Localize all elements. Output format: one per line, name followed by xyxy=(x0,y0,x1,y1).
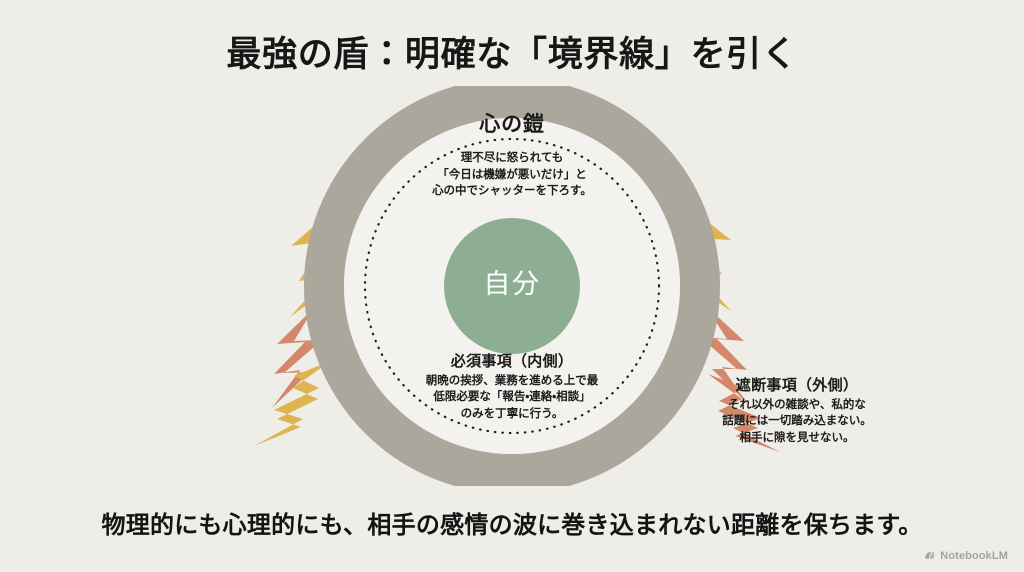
core-label: 自分 xyxy=(483,269,541,299)
blocked-body-line-2: 話題には一切踏み込まない。 xyxy=(722,415,872,428)
blocked-items-block: 遮断事項（外側） それ以外の雑談や、私的な 話題には一切踏み込まない。 相手に隙… xyxy=(672,374,922,446)
dotted-boundary-circle xyxy=(363,137,661,435)
outer-ring-label: 心の鎧 xyxy=(479,113,545,136)
notebooklm-icon xyxy=(923,549,936,562)
outer-ring xyxy=(304,86,720,486)
essential-items-title: 必須事項（内側） xyxy=(450,353,574,370)
essential-body-line-1: 朝晩の挨拶、業務を進める上で最 xyxy=(425,375,599,387)
inner-note-line-2: 「今日は機嫌が悪いだけ」と xyxy=(437,168,587,181)
bottom-caption: 物理的にも心理的にも、相手の感情の波に巻き込まれない距離を保ちます。 xyxy=(101,512,923,539)
core-circle xyxy=(444,218,580,354)
blocked-items-body: それ以外の雑談や、私的な 話題には一切踏み込まない。 相手に隙を見せない。 xyxy=(672,397,922,446)
lightning-bolt-icon-lower-left xyxy=(254,360,332,446)
essential-body-line-2: 低限必要な「報告・連絡・相談」 xyxy=(433,391,591,404)
blocked-items-title: 遮断事項（外側） xyxy=(735,377,859,394)
blocked-body-line-1: それ以外の雑談や、私的な xyxy=(728,399,866,411)
essential-body-line-3: のみを丁寧に行う。 xyxy=(460,407,564,420)
inner-note-line-3: 心の中でシャッターを下ろす。 xyxy=(432,185,592,198)
watermark-label: NotebookLM xyxy=(940,549,1008,562)
lightning-bolt-icon-left xyxy=(272,308,322,408)
essential-items-body: 朝晩の挨拶、業務を進める上で最 低限必要な「報告・連絡・相談」 のみを丁寧に行う… xyxy=(382,373,642,422)
shield-diagram: 心の鎧 理不尽に怒られても 「今日は機嫌が悪いだけ」と 心の中でシャッターを下ろ… xyxy=(0,86,1024,486)
inner-note: 理不尽に怒られても 「今日は機嫌が悪いだけ」と 心の中でシャッターを下ろす。 xyxy=(392,150,632,200)
watermark: NotebookLM xyxy=(923,549,1008,562)
essential-items-block: 必須事項（内側） 朝晩の挨拶、業務を進める上で最 低限必要な「報告・連絡・相談」… xyxy=(382,350,642,422)
inner-note-line-1: 理不尽に怒られても xyxy=(460,152,564,164)
lightning-bolt-icon-right xyxy=(700,305,748,404)
lightning-bolt-icon-lower-right xyxy=(708,374,780,452)
blocked-body-line-3: 相手に隙を見せない。 xyxy=(739,431,855,444)
diagram-graphics xyxy=(254,86,780,486)
page-title: 最強の盾：明確な「境界線」を引く xyxy=(226,35,798,74)
